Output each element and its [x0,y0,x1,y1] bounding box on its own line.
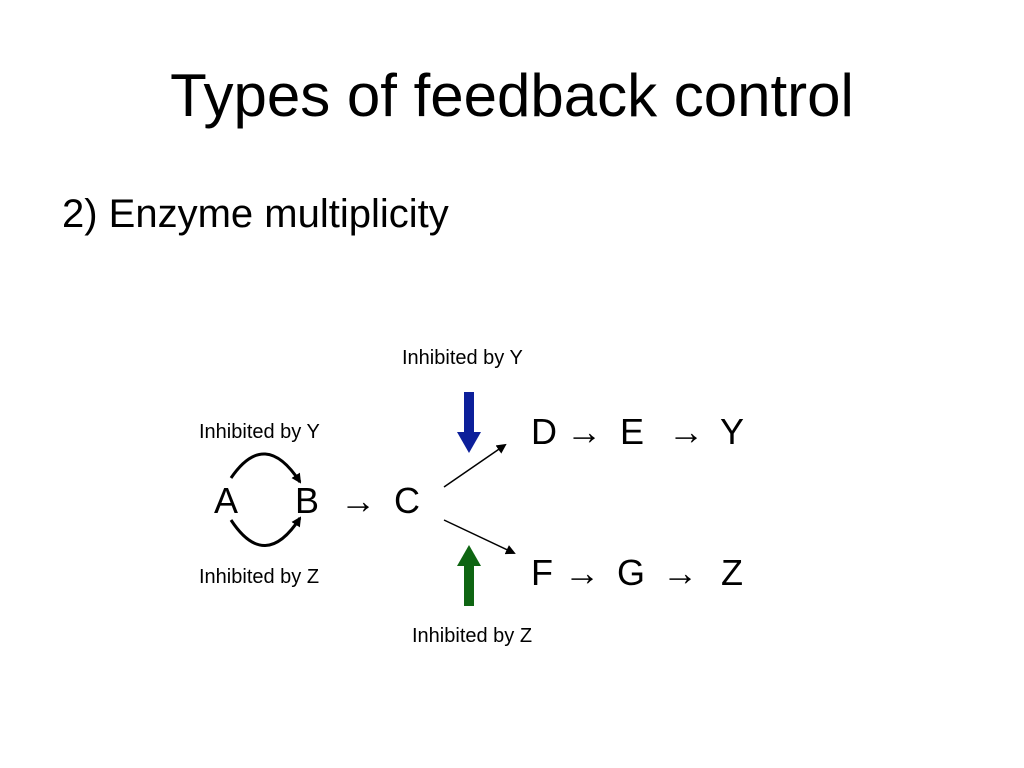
lower-curved-arrow [229,516,302,547]
branch-arrow-to-f [443,519,516,555]
node-c: C [394,480,420,521]
node-g: G [617,552,646,593]
node-d: D [531,411,557,452]
arrow-b-to-c: → [340,480,376,521]
arrow-e-to-y: → [668,411,704,452]
label-inhibited-by-y-left: Inhibited by Y [199,421,320,443]
arrow-d-to-e: → [566,411,602,452]
label-inhibited-by-z-left: Inhibited by Z [199,566,320,588]
node-a: A [214,480,239,521]
label-inhibited-by-y-top: Inhibited by Y [402,347,523,369]
arrow-g-to-z: → [662,552,698,593]
inhibitor-z-arrow [457,545,481,606]
inhibitor-y-arrow [457,392,481,453]
branch-arrow-to-d [443,443,507,488]
node-z: Z [721,552,743,593]
node-f: F [531,552,553,593]
slide-subtitle: 2) Enzyme multiplicity [62,192,449,236]
label-inhibited-by-z-bottom: Inhibited by Z [412,625,533,647]
upper-curved-arrow [229,452,302,484]
node-e: E [620,411,645,452]
node-y: Y [720,411,745,452]
arrow-f-to-g: → [564,552,600,593]
node-b: B [295,480,320,521]
slide-title: Types of feedback control [170,62,854,129]
